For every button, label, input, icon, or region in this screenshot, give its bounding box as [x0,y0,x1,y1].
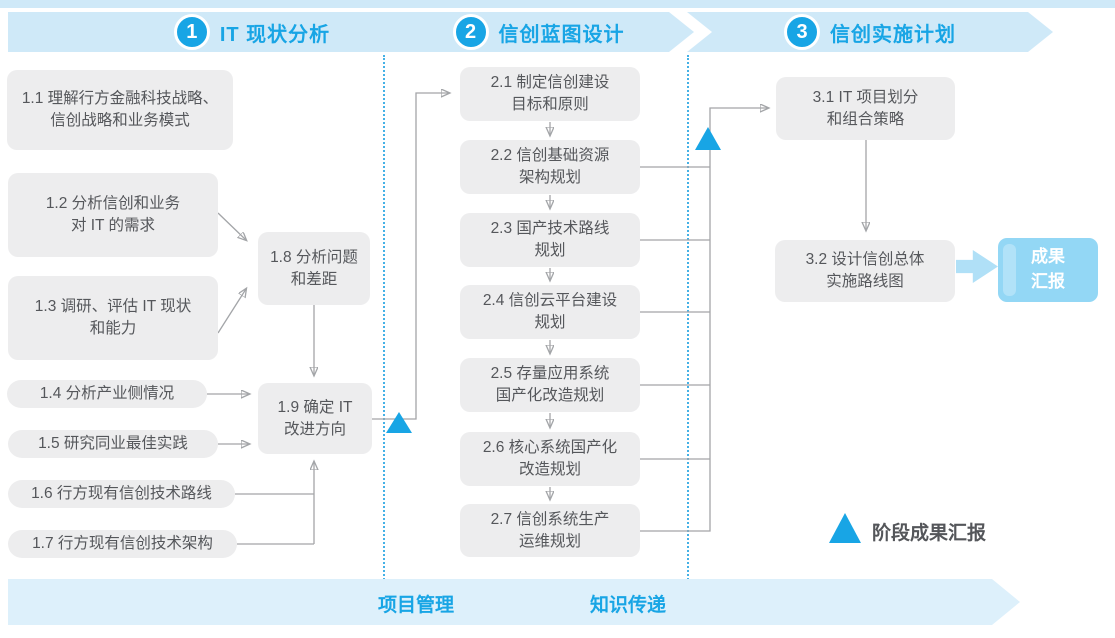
step-box-3-1: 3.1 IT 项目划分 和组合策略 [776,77,955,140]
step-pill-1-6: 1.6 行方现有信创技术路线 [8,480,235,508]
phase-3-title: 信创实施计划 [830,23,956,46]
bottom-label-project-management: 项目管理 [378,595,455,616]
phase-2-title: 信创蓝图设计 [498,23,625,46]
step-box-2-7: 2.7 信创系统生产 运维规划 [460,504,640,557]
flow-arrow-icon [956,250,998,283]
step-box-2-3: 2.3 国产技术路线 规划 [460,213,640,267]
step-box-2-6: 2.6 核心系统国产化 改造规划 [460,432,640,486]
step-box-3-2: 3.2 设计信创总体 实施路线图 [775,240,955,302]
bottom-label-knowledge-transfer: 知识传递 [590,595,667,616]
phase-1-title: IT 现状分析 [219,23,331,46]
step-box-2-5: 2.5 存量应用系统 国产化改造规划 [460,358,640,412]
step-pill-1-5: 1.5 研究同业最佳实践 [8,430,218,458]
phase-banner-1: 1 IT 现状分析 [8,12,444,52]
step-box-1-8: 1.8 分析问题 和差距 [258,232,370,305]
top-strip [0,0,1115,8]
step-box-2-2: 2.2 信创基础资源 架构规划 [460,140,640,194]
step-box-1-9: 1.9 确定 IT 改进方向 [258,383,372,454]
phase-banner-3: 3 信创实施计划 [687,12,1053,52]
step-box-1-1: 1.1 理解行方金融科技战略、 信创战略和业务模式 [7,70,233,150]
step-box-1-3: 1.3 调研、评估 IT 现状 和能力 [8,276,218,360]
legend-label: 阶段成果汇报 [872,523,987,544]
step-pill-1-4: 1.4 分析产业侧情况 [7,380,207,408]
milestone-triangle-icon [695,127,721,150]
phase-2-badge: 2 [453,14,489,50]
bottom-banner [8,579,1020,625]
phase-1-badge: 1 [174,14,210,50]
step-box-1-2: 1.2 分析信创和业务 对 IT 的需求 [8,173,218,257]
milestone-triangle-icon [386,412,412,433]
step-box-2-1: 2.1 制定信创建设 目标和原则 [460,67,640,121]
step-pill-1-7: 1.7 行方现有信创技术架构 [8,530,237,558]
phase-3-badge: 3 [784,14,820,50]
phase-separator-2-3 [687,55,689,583]
phase-banner-2: 2 信创蓝图设计 [383,12,694,52]
phase-separator-1-2 [383,55,385,583]
outcome-report-box: 成果 汇报 [998,238,1098,302]
legend-triangle-icon [829,513,861,543]
step-box-2-4: 2.4 信创云平台建设 规划 [460,285,640,339]
